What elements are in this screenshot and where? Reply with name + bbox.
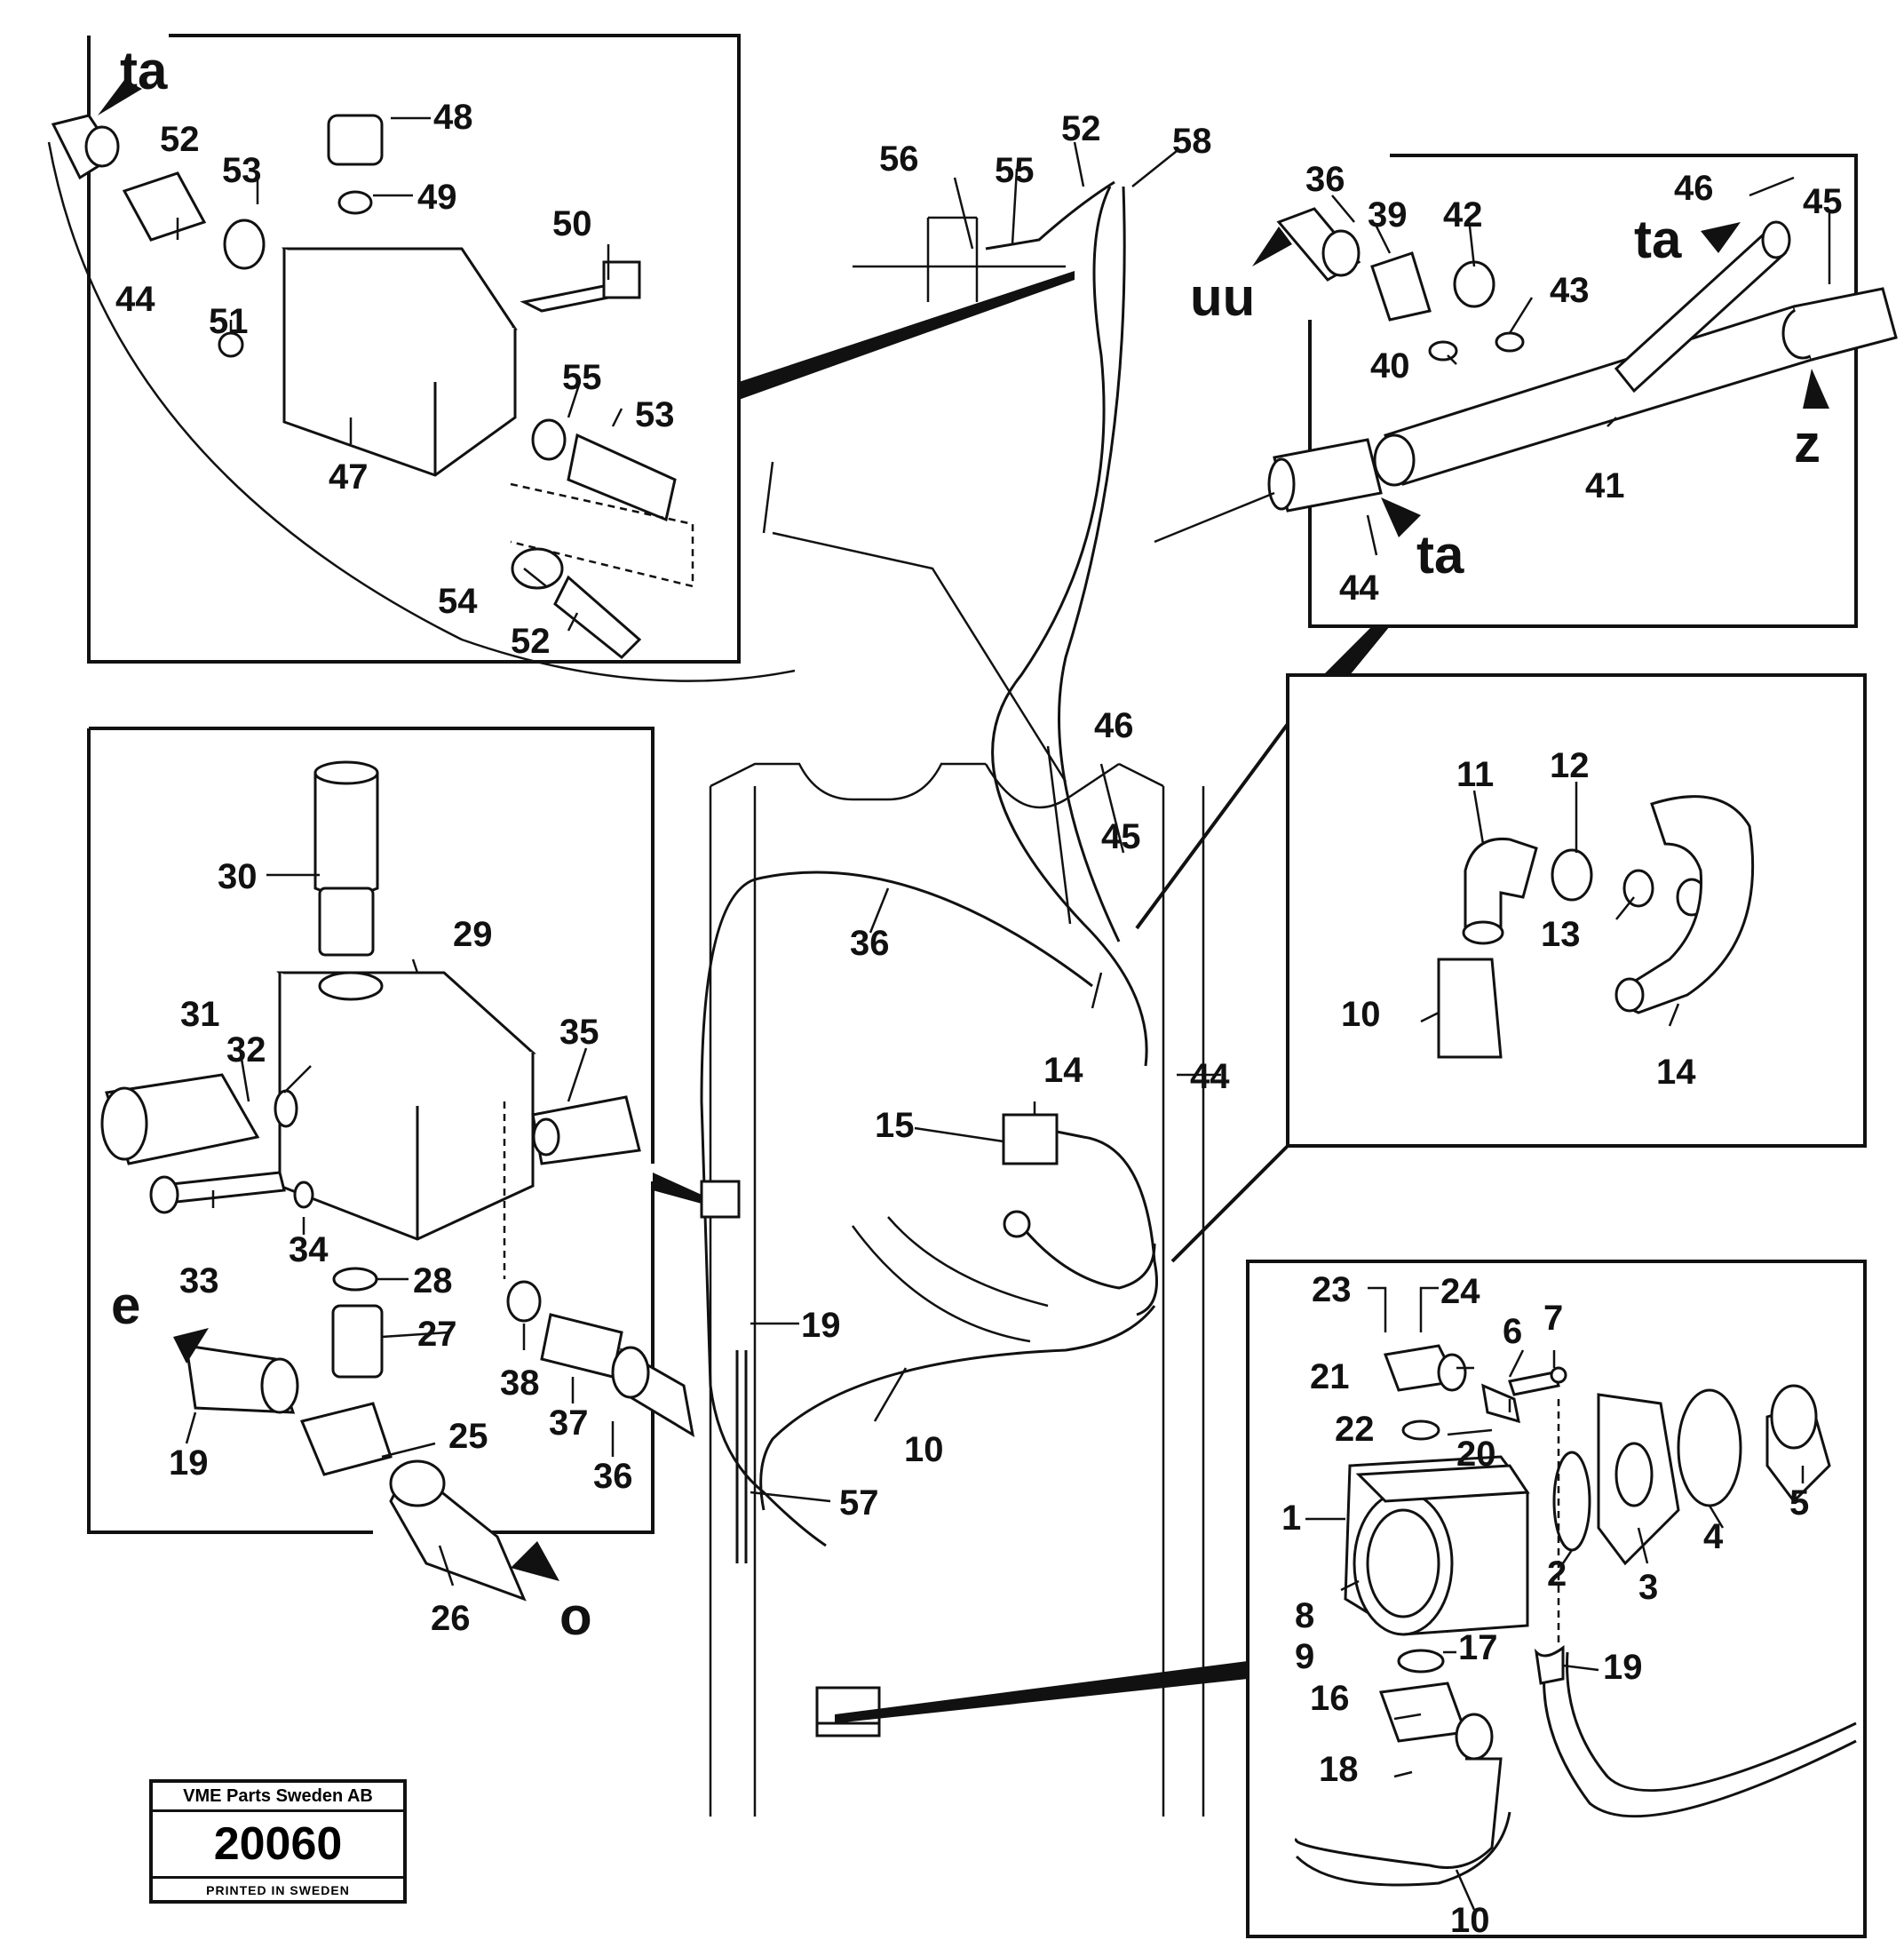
label-44-detail: 44: [115, 280, 155, 319]
label-14-detail: 14: [1656, 1053, 1696, 1092]
label-12: 12: [1550, 746, 1590, 785]
label-52-hose: 52: [511, 622, 551, 661]
label-41: 41: [1585, 466, 1625, 505]
label-10-detail: 10: [1341, 995, 1381, 1034]
label-10-bottom: 10: [1450, 1901, 1490, 1940]
drawing-number: 20060: [153, 1812, 403, 1879]
label-53-top: 53: [222, 151, 262, 190]
label-40: 40: [1370, 346, 1410, 386]
label-43: 43: [1550, 271, 1590, 310]
label-57: 57: [839, 1483, 879, 1523]
label-52-main: 52: [1061, 109, 1101, 148]
label-45-main: 45: [1101, 817, 1141, 856]
label-38: 38: [500, 1364, 540, 1403]
label-48: 48: [433, 98, 473, 137]
label-19-detail: 19: [169, 1443, 209, 1483]
mast-frame: [709, 216, 1205, 1817]
label-58: 58: [1172, 122, 1212, 161]
label-13: 13: [1541, 915, 1581, 954]
label-30: 30: [218, 857, 258, 896]
label-32: 32: [226, 1030, 266, 1069]
marker-o: o: [559, 1586, 592, 1646]
label-47: 47: [329, 457, 369, 497]
company-name: VME Parts Sweden AB: [153, 1783, 403, 1812]
label-21: 21: [1310, 1357, 1350, 1396]
detail-box-elbow-11: [1286, 673, 1867, 1148]
label-19-main: 19: [801, 1306, 841, 1345]
label-27: 27: [417, 1315, 457, 1354]
label-4: 4: [1703, 1517, 1724, 1556]
label-7: 7: [1543, 1299, 1563, 1338]
label-31: 31: [180, 995, 220, 1034]
label-8: 8: [1295, 1596, 1314, 1635]
label-29: 29: [453, 915, 493, 954]
label-10-main: 10: [904, 1430, 944, 1469]
label-53-lower: 53: [635, 395, 675, 434]
label-14-main: 14: [1043, 1051, 1083, 1090]
label-46-main: 46: [1094, 706, 1134, 745]
label-51: 51: [209, 302, 249, 341]
label-22: 22: [1335, 1410, 1375, 1449]
marker-uu: uu: [1190, 267, 1255, 327]
label-52-top: 52: [160, 120, 200, 159]
label-46-manifold: 46: [1674, 169, 1714, 208]
label-16: 16: [1310, 1679, 1350, 1718]
label-49: 49: [417, 178, 457, 217]
leader-lines: [176, 116, 1831, 1911]
flow-marker-labels: ta ta ta uu z e o: [111, 41, 1821, 1646]
label-50: 50: [552, 204, 592, 243]
label-9: 9: [1295, 1637, 1314, 1676]
label-54: 54: [438, 582, 478, 621]
marker-ta-manifold-bottom: ta: [1416, 525, 1464, 584]
label-28: 28: [413, 1261, 453, 1300]
label-45-manifold: 45: [1803, 182, 1843, 221]
label-17: 17: [1458, 1628, 1498, 1667]
marker-z: z: [1794, 414, 1821, 473]
hose-routing: [700, 180, 1158, 1737]
detail-box-valve-29: [87, 727, 695, 1602]
label-2: 2: [1547, 1554, 1567, 1594]
label-5: 5: [1789, 1483, 1809, 1523]
label-26: 26: [431, 1599, 471, 1638]
label-44-manifold: 44: [1339, 568, 1379, 608]
detail-box-valve-47: [47, 34, 796, 682]
label-37: 37: [549, 1403, 589, 1443]
label-25: 25: [448, 1417, 488, 1456]
label-6: 6: [1503, 1312, 1522, 1351]
label-55-main: 55: [995, 151, 1035, 190]
flow-marker-arrows: [98, 80, 1829, 1581]
label-36-main: 36: [850, 924, 890, 963]
leader-wedges: [653, 271, 1390, 1723]
label-34: 34: [289, 1230, 329, 1269]
label-44-main: 44: [1190, 1057, 1230, 1096]
detail-box-pump-1: [1246, 1260, 1867, 1938]
label-42: 42: [1443, 195, 1483, 235]
label-36-manifold: 36: [1305, 160, 1345, 199]
marker-e: e: [111, 1276, 140, 1335]
label-39: 39: [1368, 195, 1408, 235]
label-33: 33: [179, 1261, 219, 1300]
label-18: 18: [1319, 1750, 1359, 1789]
label-56: 56: [879, 139, 919, 179]
printed-note: PRINTED IN SWEDEN: [206, 1883, 350, 1897]
detail-box-manifold-41: [1154, 154, 1898, 628]
label-19-pump: 19: [1603, 1648, 1643, 1687]
label-20: 20: [1456, 1435, 1496, 1474]
marker-ta-top-left: ta: [120, 41, 168, 100]
label-23: 23: [1312, 1270, 1352, 1309]
title-block-stamp: VME Parts Sweden AB 20060 PRINTED IN SWE…: [149, 1779, 407, 1904]
label-36-detail: 36: [593, 1457, 633, 1496]
label-1: 1: [1281, 1499, 1301, 1538]
marker-ta-manifold-top: ta: [1634, 210, 1682, 269]
label-35: 35: [559, 1013, 599, 1052]
label-11: 11: [1456, 755, 1494, 794]
label-15: 15: [875, 1106, 915, 1145]
label-55-detail: 55: [562, 358, 602, 397]
label-24: 24: [1440, 1272, 1480, 1311]
label-3: 3: [1638, 1568, 1658, 1607]
part-labels: 1 2 3 4 5 6 7 8 9 10 10 10 11 12 13 14 1…: [115, 98, 1843, 1940]
